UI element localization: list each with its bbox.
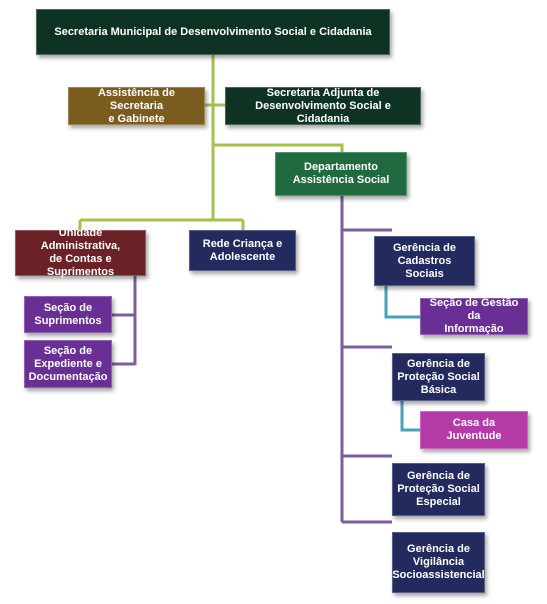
unidade-administrativa-box: Unidade Administrativa, de Contas e Supr…: [15, 227, 146, 278]
secao-suprimentos-box: Seção de Suprimentos: [24, 296, 112, 333]
gerencia-protecao-basica-label: Gerência de Proteção Social Básica: [397, 357, 480, 396]
gerencia-cadastros-box: Gerência de Cadastros Sociais: [374, 236, 475, 286]
departamento-label: Departamento Assistência Social: [292, 161, 390, 186]
connector-to-departamento: [213, 143, 344, 152]
secao-expediente-label: Seção de Expediente e Documentação: [28, 344, 108, 383]
gerencia-protecao-basica-box: Gerência de Proteção Social Básica: [392, 353, 485, 401]
assistencia-gabinete-label: Assistência de Secretaria e Gabinete: [97, 86, 176, 125]
connector-casa-juventude: [400, 401, 420, 432]
gerencia-cadastros-label: Gerência de Cadastros Sociais: [393, 241, 456, 280]
secretaria-adjunta-box: Secretaria Adjunta de Desenvolvimento So…: [225, 87, 421, 125]
secao-suprimentos-label: Seção de Suprimentos: [34, 301, 102, 327]
secao-gestao-informacao-label: Seção de Gestão da Informação: [429, 297, 519, 335]
secao-gestao-informacao-box: Seção de Gestão da Informação: [420, 297, 528, 335]
connector-gestao-informacao: [384, 286, 420, 319]
secretaria-municipal-box: Secretaria Municipal de Desenvolvimento …: [36, 9, 390, 55]
unidade-administrativa-label: Unidade Administrativa, de Contas e Supr…: [40, 227, 121, 278]
secretaria-municipal-label: Secretaria Municipal de Desenvolvimento …: [54, 25, 372, 38]
secao-expediente-box: Seção de Expediente e Documentação: [24, 340, 112, 388]
gerencia-protecao-especial-label: Gerência de Proteção Social Especial: [397, 470, 480, 508]
casa-juventude-label: Casa da Juventude: [446, 417, 502, 442]
casa-juventude-box: Casa da Juventude: [420, 411, 528, 449]
departamento-box: Departamento Assistência Social: [275, 152, 407, 196]
gerencia-vigilancia-box: Gerência de Vigilância Socioassistencial: [392, 532, 485, 593]
secretaria-adjunta-label: Secretaria Adjunta de Desenvolvimento So…: [255, 86, 391, 125]
gerencia-vigilancia-label: Gerência de Vigilância Socioassistencial: [392, 543, 485, 581]
rede-crianca-box: Rede Criança e Adolescente: [189, 230, 296, 271]
gerencia-protecao-especial-box: Gerência de Proteção Social Especial: [392, 463, 485, 516]
assistencia-gabinete-box: Assistência de Secretaria e Gabinete: [68, 87, 205, 125]
rede-crianca-label: Rede Criança e Adolescente: [202, 237, 283, 263]
